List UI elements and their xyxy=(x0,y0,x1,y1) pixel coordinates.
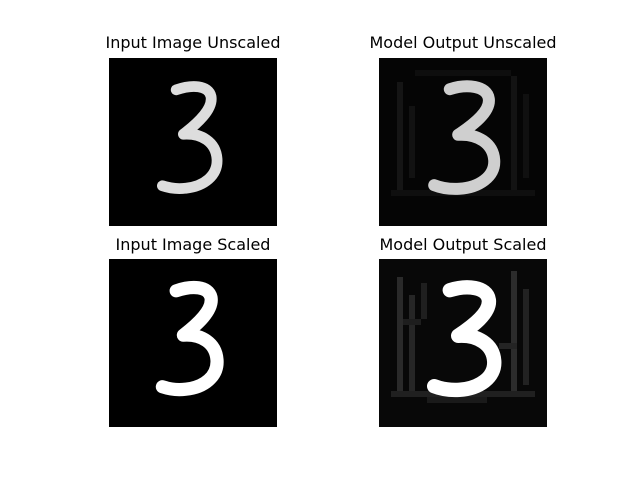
input-image-unscaled xyxy=(109,58,277,226)
panel-title-input-unscaled: Input Image Unscaled xyxy=(105,33,281,52)
model-output-unscaled xyxy=(379,58,547,226)
panel-title-output-unscaled: Model Output Unscaled xyxy=(369,33,557,52)
model-output-scaled xyxy=(379,259,547,427)
panel-title-output-scaled: Model Output Scaled xyxy=(379,235,547,254)
panel-title-input-scaled: Input Image Scaled xyxy=(115,235,271,254)
input-image-scaled xyxy=(109,259,277,427)
